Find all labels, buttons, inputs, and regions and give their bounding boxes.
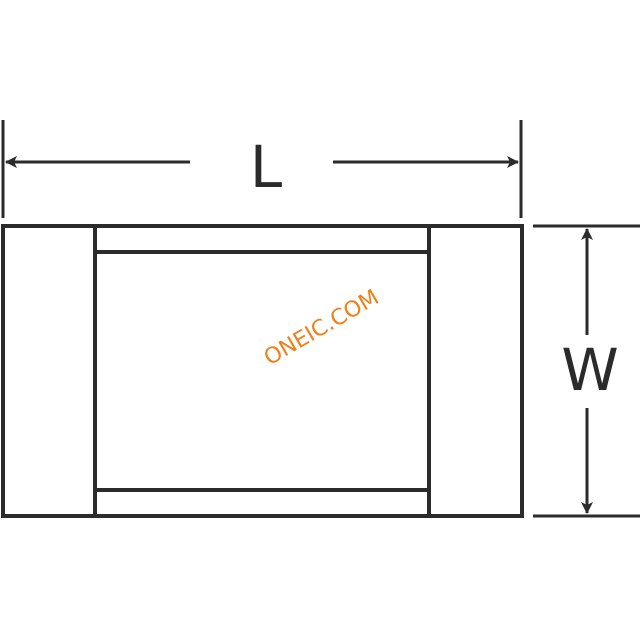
watermark: ONEIC.COM (260, 285, 384, 371)
component-body (1, 224, 524, 518)
width-label: W (561, 336, 618, 404)
length-label: L (250, 133, 282, 201)
